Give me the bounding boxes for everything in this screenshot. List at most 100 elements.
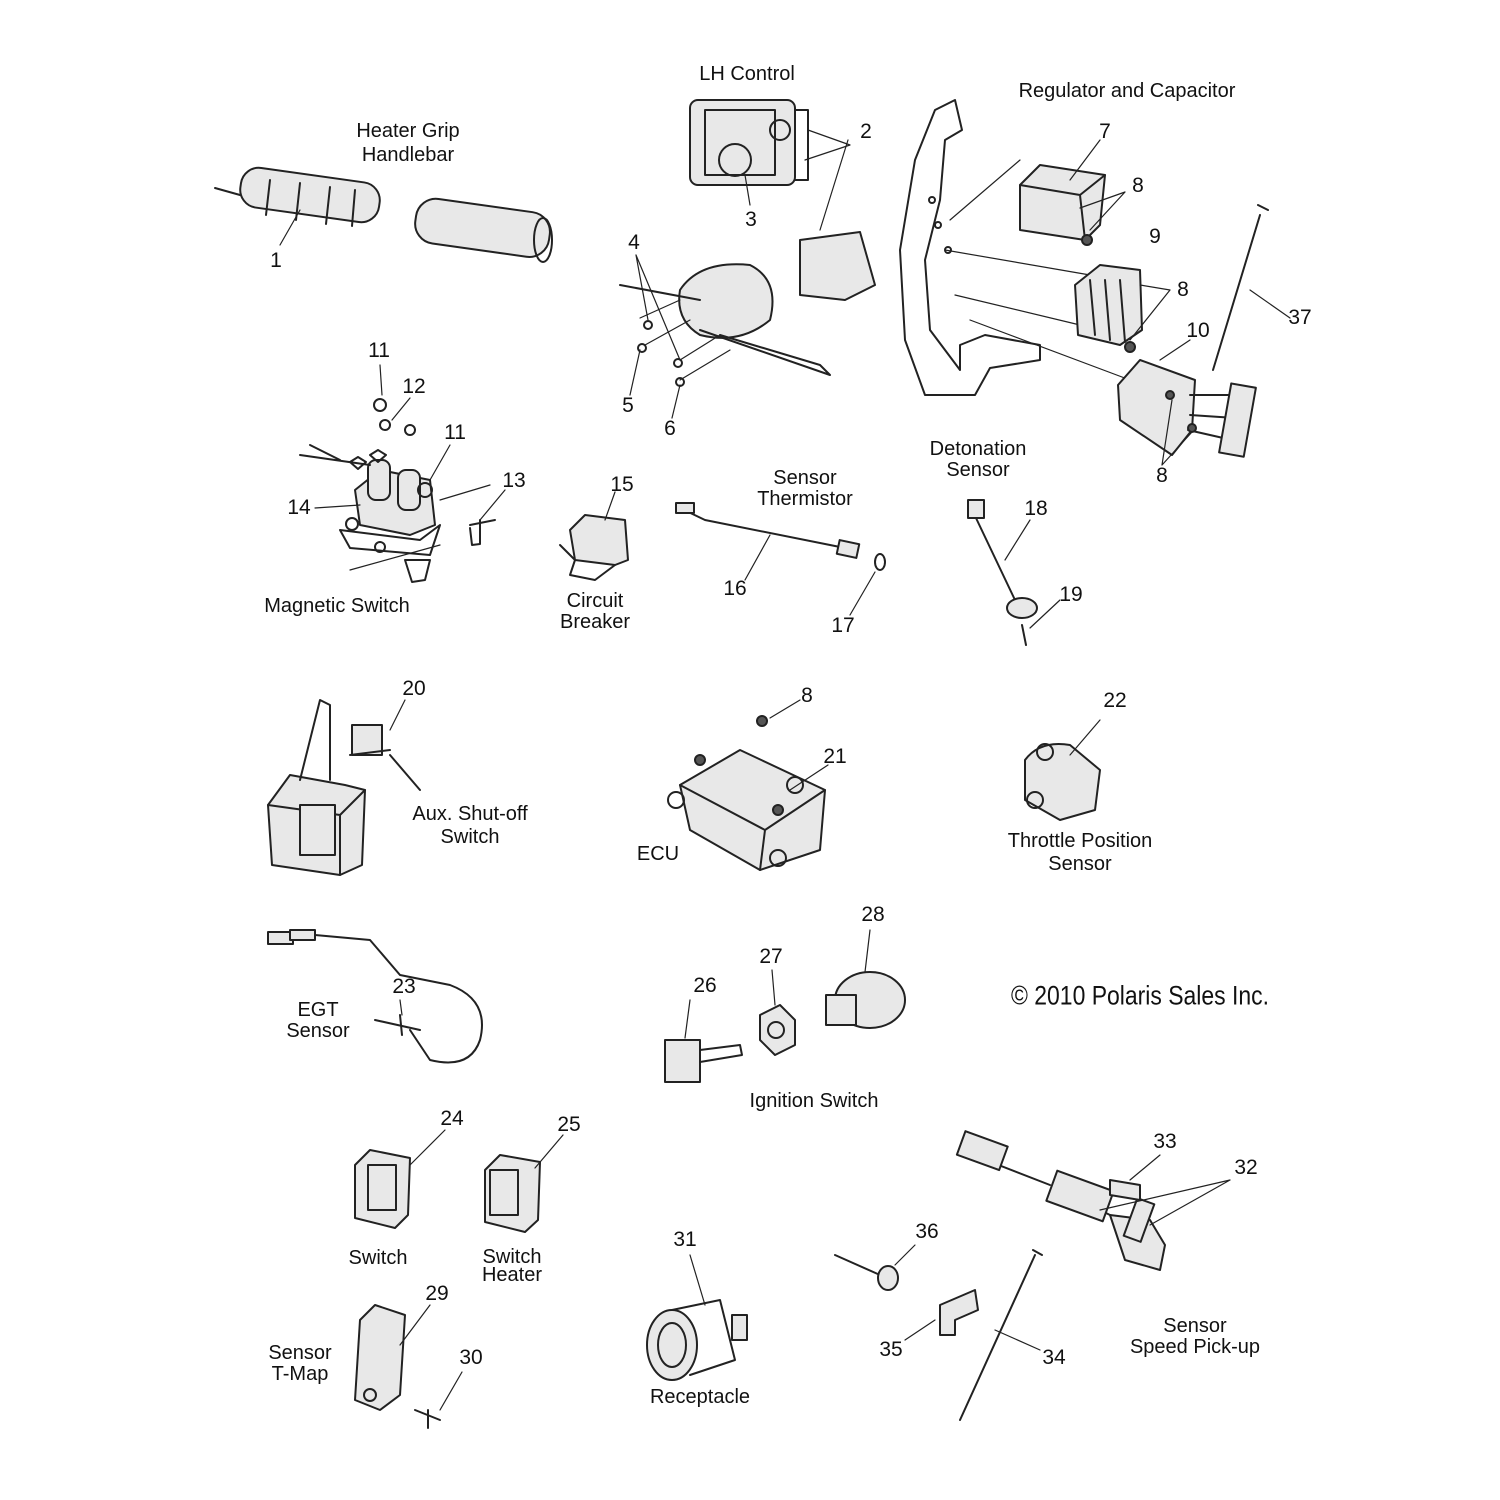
- callout-31: 31: [673, 1228, 697, 1251]
- callout-2: 2: [860, 120, 872, 143]
- aux-shutoff-switch-part: [267, 699, 421, 876]
- label-line: Switch: [482, 1246, 542, 1268]
- label-ignition-switch: Ignition Switch: [749, 1090, 879, 1112]
- callout-8: 8: [1177, 278, 1189, 301]
- callout-21: 21: [823, 745, 847, 768]
- callout-37: 37: [1288, 306, 1312, 329]
- sensor-thermistor-part: [675, 502, 886, 616]
- receptacle-part: [646, 1254, 748, 1381]
- callout-16: 16: [723, 577, 747, 600]
- label-line: EGT: [297, 999, 339, 1021]
- callout-1: 1: [270, 249, 282, 272]
- ignition-switch-part: [825, 929, 906, 1029]
- label-line: Circuit: [566, 590, 624, 612]
- callout-19: 19: [1059, 583, 1083, 606]
- callout-36: 36: [915, 1220, 939, 1243]
- label-line: Sensor: [268, 1342, 332, 1364]
- copyright: © 2010 Polaris Sales Inc.: [1010, 980, 1270, 1011]
- callout-29: 29: [425, 1282, 449, 1305]
- callout-8: 8: [1132, 174, 1144, 197]
- cable-tie-part: [1212, 204, 1291, 371]
- callout-30: 30: [459, 1346, 483, 1369]
- detonation-sensor-part: [967, 499, 1061, 646]
- callout-8: 8: [1156, 464, 1168, 487]
- callout-13: 13: [502, 469, 526, 492]
- label-line: Sensor: [946, 459, 1010, 481]
- label-magnetic-switch: Magnetic Switch: [264, 595, 410, 617]
- callout-15: 15: [610, 473, 634, 496]
- label-line: Heater Grip: [356, 120, 460, 142]
- callout-32: 32: [1234, 1156, 1258, 1179]
- callout-23: 23: [392, 975, 416, 998]
- label-line: Sensor: [773, 467, 837, 489]
- label-switch: Switch: [348, 1247, 408, 1269]
- callout-20: 20: [402, 677, 426, 700]
- callout-24: 24: [440, 1107, 464, 1130]
- label-line: Sensor: [1048, 853, 1112, 875]
- label-line: Sensor: [286, 1020, 350, 1042]
- label-line: Handlebar: [361, 144, 455, 166]
- ignition-nut-part: [759, 969, 796, 1056]
- callout-25: 25: [557, 1113, 581, 1136]
- label-lh-control: LH Control: [699, 63, 795, 85]
- callout-27: 27: [759, 945, 783, 968]
- heater-grip-part: [214, 166, 553, 263]
- ecu-part: [667, 699, 829, 871]
- callout-12: 12: [402, 375, 426, 398]
- callout-5: 5: [622, 394, 634, 417]
- callout-4: 4: [628, 231, 640, 254]
- switch-part: [354, 1129, 446, 1229]
- magnetic-switch-part: [299, 364, 506, 583]
- callout-14: 14: [287, 496, 311, 519]
- label-regulator-capacitor: Regulator and Capacitor: [1018, 80, 1236, 102]
- label-line: Aux. Shut-off: [412, 803, 528, 825]
- rivet-part: [834, 1244, 916, 1291]
- callout-28: 28: [861, 903, 885, 926]
- cable-tie-2-part: [959, 1249, 1043, 1421]
- lh-control-part: [689, 99, 851, 206]
- regulator-bracket-part: [899, 99, 1131, 396]
- callout-6: 6: [664, 417, 676, 440]
- speed-pickup-part: [955, 1130, 1231, 1271]
- callout-11: 11: [368, 339, 390, 362]
- label-line: Heater: [481, 1264, 543, 1286]
- clip-part: [904, 1289, 979, 1341]
- callout-11: 11: [444, 421, 466, 444]
- callout-7: 7: [1099, 120, 1111, 143]
- label-line: Thermistor: [757, 488, 853, 510]
- callout-9: 9: [1149, 225, 1161, 248]
- callout-34: 34: [1042, 1346, 1066, 1369]
- label-line: Sensor: [1163, 1315, 1227, 1337]
- label-ecu: ECU: [636, 843, 680, 865]
- ignition-key-part: [664, 999, 743, 1083]
- circuit-breaker-part: [559, 491, 629, 581]
- label-line: Throttle Position: [1007, 830, 1153, 852]
- throttle-position-sensor-part: [1024, 719, 1101, 821]
- lh-control-assembly-part: [619, 139, 876, 419]
- callout-33: 33: [1153, 1130, 1177, 1153]
- callout-17: 17: [831, 614, 855, 637]
- callout-10: 10: [1186, 319, 1210, 342]
- callout-18: 18: [1024, 497, 1048, 520]
- egt-sensor-part: [267, 929, 483, 1064]
- label-line: Speed Pick-up: [1129, 1336, 1261, 1358]
- sensor-tmap-part: [354, 1304, 463, 1429]
- callout-22: 22: [1103, 689, 1127, 712]
- switch-heater-part: [484, 1134, 564, 1233]
- label-receptacle: Receptacle: [649, 1386, 751, 1408]
- callout-3: 3: [745, 208, 757, 231]
- regulator-part: [1019, 139, 1257, 466]
- label-line: Switch: [440, 826, 500, 848]
- label-line: T-Map: [271, 1363, 329, 1385]
